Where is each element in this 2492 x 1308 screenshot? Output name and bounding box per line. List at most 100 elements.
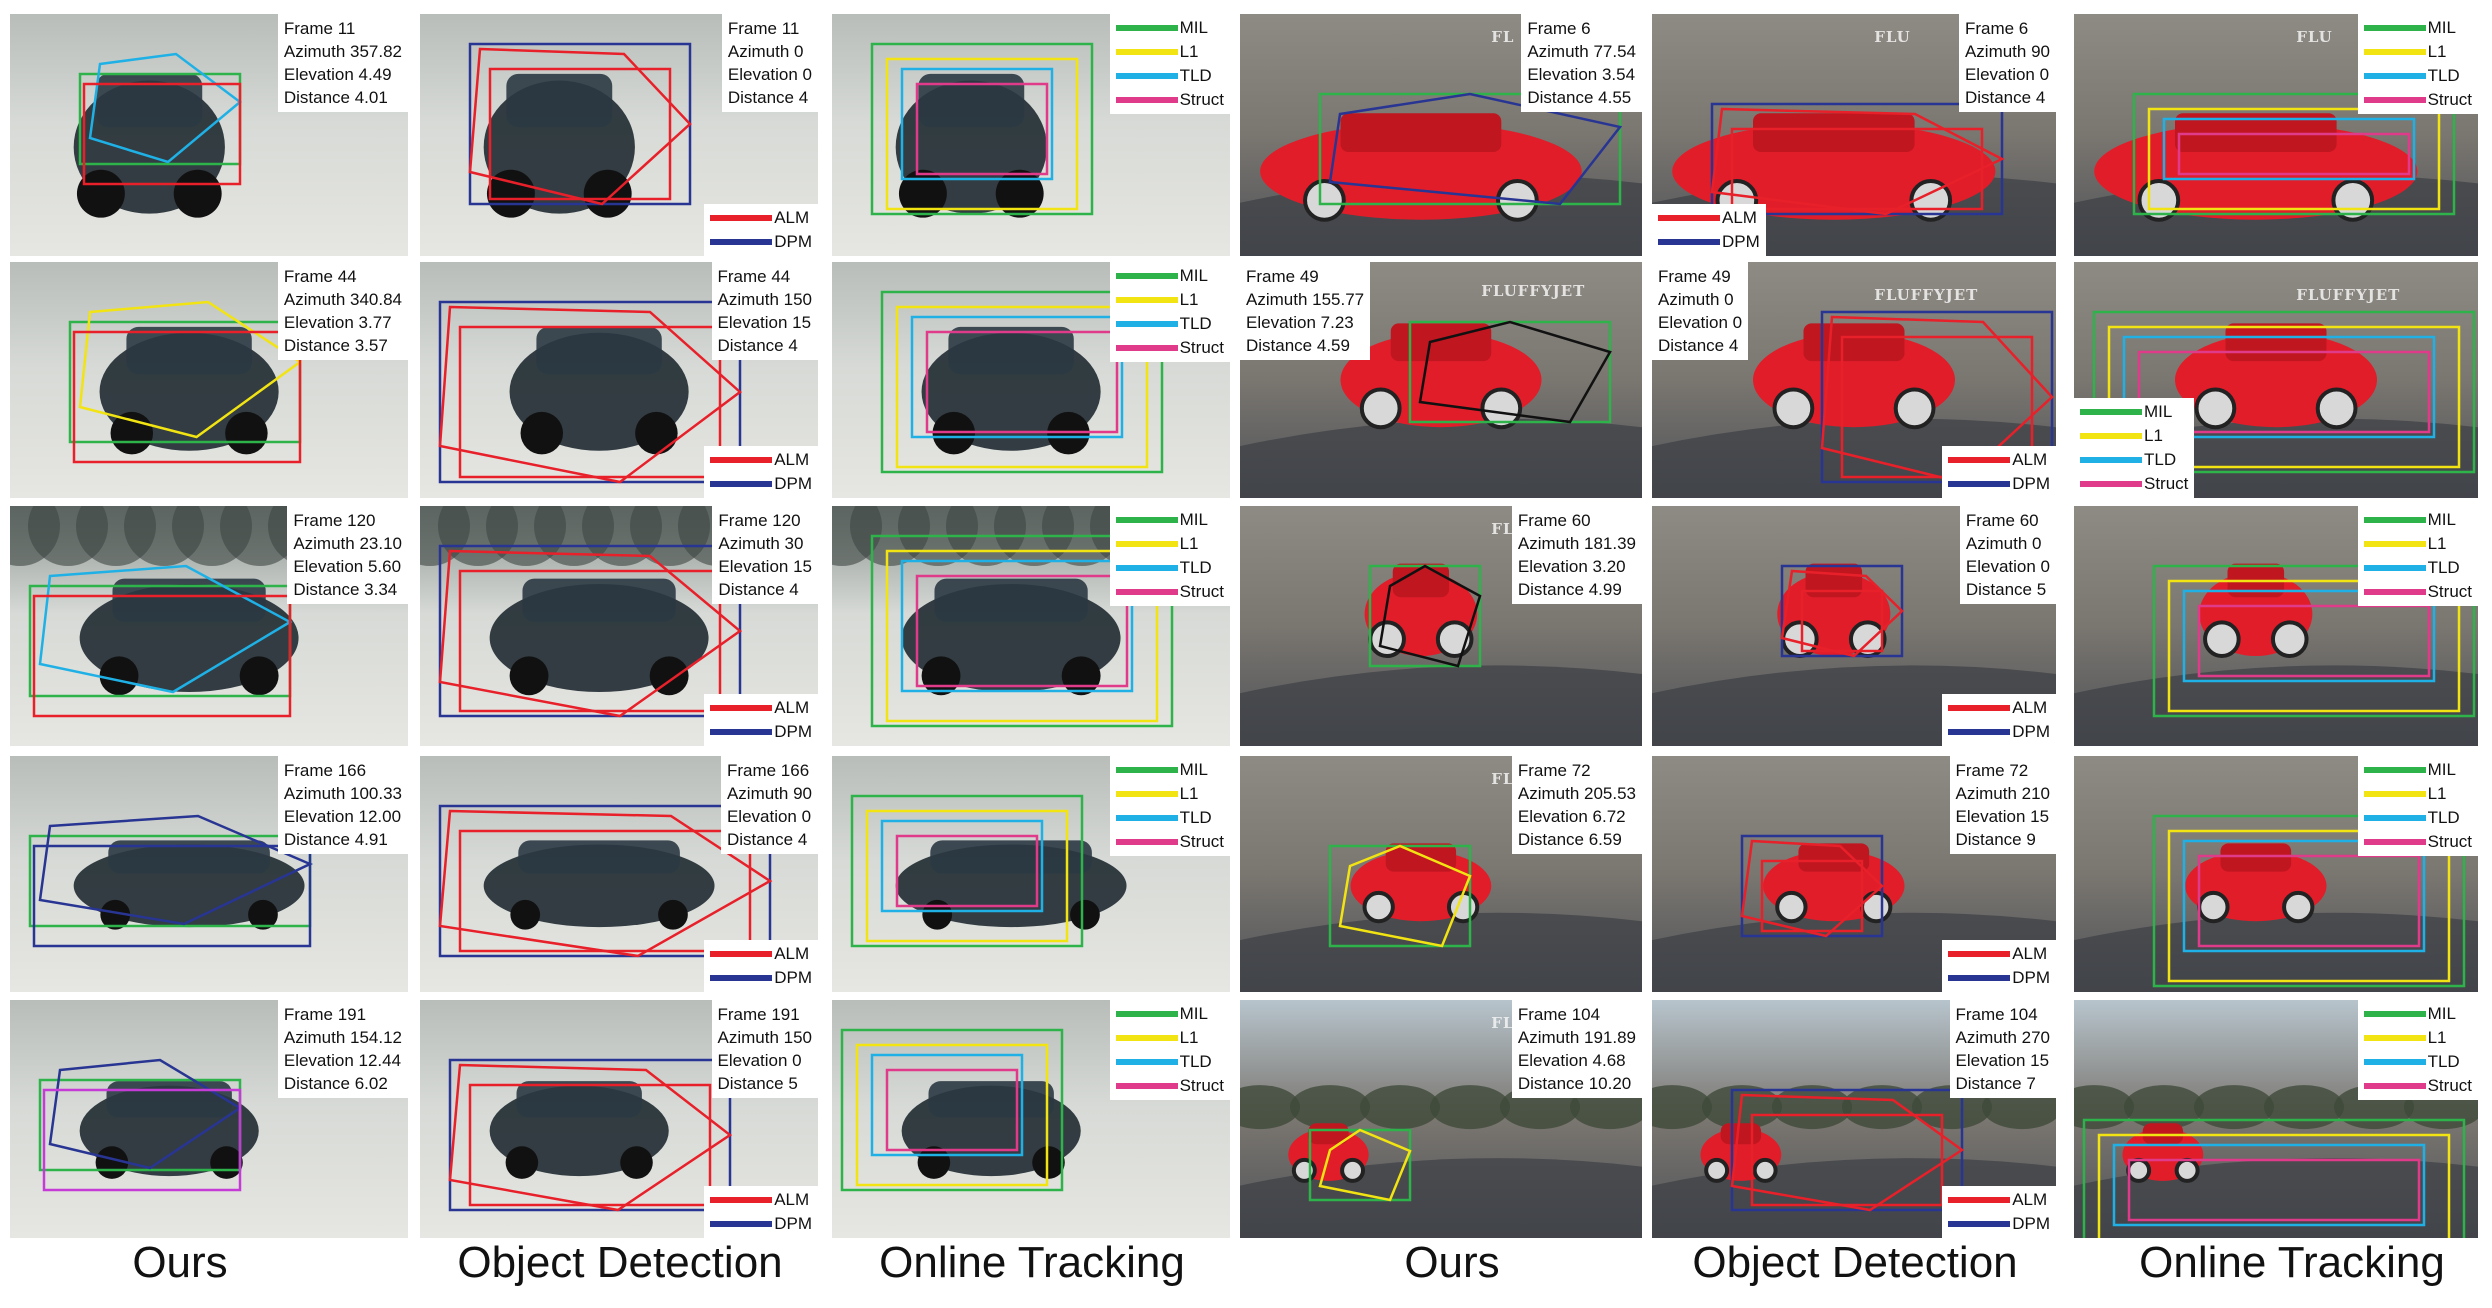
pose-wireframe (38, 564, 293, 694)
legend-label: ALM (774, 450, 810, 469)
legend-swatch (710, 1221, 773, 1227)
pose-line: Frame 104 (1517, 1005, 1601, 1024)
legend-label: TLD (2144, 450, 2177, 469)
pose-line: Azimuth 0 (1965, 534, 2042, 553)
watermark-text: FL (1491, 520, 1515, 538)
legend-swatch (1115, 565, 1178, 571)
pose-line: Elevation 0 (1964, 65, 2050, 84)
alm-wireframe (448, 1063, 733, 1212)
legend-label: L1 (1179, 42, 1199, 61)
legend-entry: TLD (1115, 806, 1224, 830)
pose-line: Distance 4.55 (1527, 88, 1632, 107)
legend-entry: L1 (2363, 532, 2472, 556)
pose-line: Distance 4.01 (283, 88, 388, 107)
legend-label: MIL (2427, 760, 2456, 779)
legend-label: L1 (2427, 42, 2447, 61)
mil-box (2132, 92, 2456, 216)
tld-box (2182, 589, 2436, 683)
legend-label: Struct (2427, 832, 2472, 851)
legend-swatch (710, 1197, 773, 1203)
tld-box (870, 1053, 1024, 1157)
pose-line: Azimuth 0 (1658, 290, 1734, 309)
mil-box (2082, 1118, 2466, 1238)
alm-wireframe (1780, 569, 1904, 658)
legend-swatch (1948, 1221, 2011, 1227)
legend-entry: DPM (710, 472, 812, 496)
legend-label: L1 (2144, 426, 2163, 445)
legend-label: DPM (1722, 232, 1760, 251)
pose-line: Distance 9 (1955, 830, 2036, 849)
legend-label: L1 (2427, 534, 2447, 553)
pose-line: Distance 4 (718, 580, 799, 599)
pose-line: Azimuth 150 (717, 1028, 813, 1047)
struct-box (2177, 132, 2411, 176)
legend-entry: DPM (1948, 966, 2050, 990)
legend-label: DPM (2012, 722, 2050, 741)
legend-swatch (1115, 1011, 1178, 1017)
legend-entry: MIL (2363, 508, 2472, 532)
legend-swatch (710, 239, 773, 245)
tld-box (2182, 839, 2426, 953)
pose-line: Distance 3.57 (283, 336, 388, 355)
legend-entry: Struct (1115, 88, 1224, 112)
legend-entry: ALM (710, 942, 812, 966)
legend-swatch (710, 975, 773, 981)
legend-swatch (1115, 589, 1178, 595)
legend-entry: L1 (1115, 532, 1224, 556)
tld-box (900, 67, 1054, 181)
legend-entry: DPM (1948, 472, 2050, 496)
alm-wireframe (438, 549, 743, 718)
legend-label: Struct (1179, 90, 1224, 109)
mil-box (870, 42, 1094, 216)
legend-swatch (1658, 239, 1720, 245)
pose-line: Frame 11 (727, 19, 800, 38)
watermark-text: FLUFFYJET (1481, 282, 1586, 300)
legend-label: Struct (2427, 1076, 2472, 1095)
legend-swatch (1115, 49, 1178, 55)
legend-label: MIL (2427, 1004, 2456, 1023)
legend-label: DPM (774, 1214, 812, 1233)
legend-swatch (1948, 457, 2011, 463)
l1-box (885, 549, 1159, 723)
legend-swatch (2363, 541, 2426, 547)
l1-box (2147, 107, 2441, 211)
alm-wireframe (1740, 839, 1884, 938)
legend-swatch (2363, 1035, 2426, 1041)
legend-entry: Struct (2363, 830, 2472, 854)
pose-line: Frame 60 (1965, 511, 2039, 530)
legend-entry: TLD (2363, 1050, 2472, 1074)
pose-line: Frame 120 (718, 511, 801, 530)
struct-box (915, 82, 1049, 176)
pose-line: Azimuth 154.12 (283, 1028, 402, 1047)
legend-label: TLD (2427, 66, 2460, 85)
pose-line: Distance 6.02 (283, 1074, 388, 1093)
alm-box (1800, 589, 1884, 653)
legend-swatch (2363, 815, 2426, 821)
l1-box (2167, 579, 2461, 713)
pose-line: Distance 4.91 (283, 830, 388, 849)
pose-line: Elevation 5.60 (293, 557, 402, 576)
legend-entry: MIL (1115, 1002, 1224, 1026)
legend-label: L1 (1179, 1028, 1199, 1047)
legend-swatch (710, 729, 773, 735)
pose-line: Azimuth 191.89 (1517, 1028, 1636, 1047)
pose-line: Azimuth 23.10 (293, 534, 402, 553)
